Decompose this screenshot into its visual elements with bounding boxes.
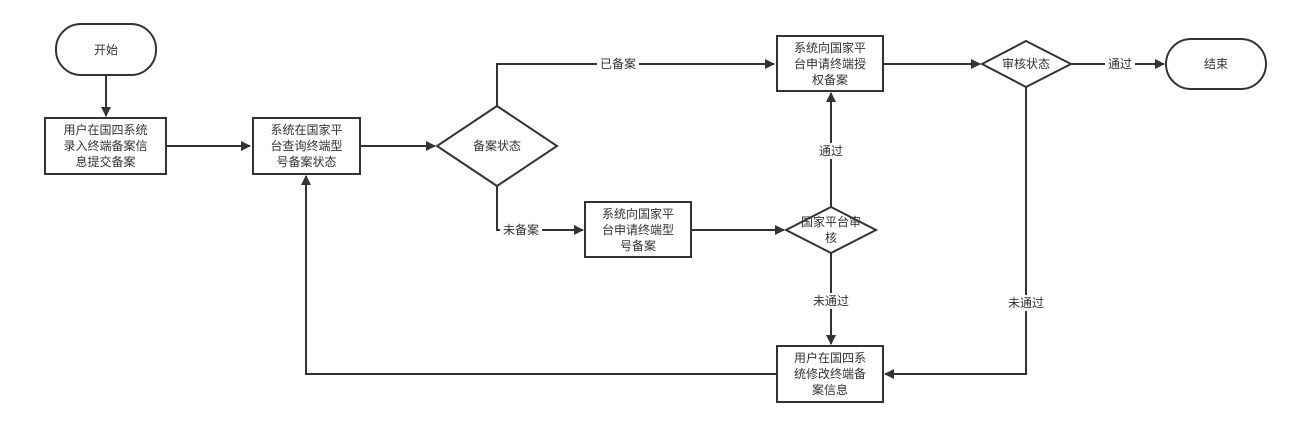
svg-text:台查询终端型: 台查询终端型 — [270, 138, 342, 153]
svg-text:开始: 开始 — [94, 43, 118, 57]
svg-text:通过: 通过 — [1108, 57, 1132, 71]
svg-text:台申请终端型: 台申请终端型 — [602, 222, 674, 237]
svg-text:台申请终端授: 台申请终端授 — [794, 56, 866, 71]
decision-shape — [435, 104, 559, 188]
edge-review-fail-to-modify — [884, 87, 1027, 379]
svg-text:息提交备案: 息提交备案 — [75, 154, 135, 169]
node-platform-review: 国家平台审 核 — [783, 205, 879, 255]
svg-text:用户在国四系统: 用户在国四系统 — [63, 122, 147, 137]
svg-text:通过: 通过 — [819, 144, 843, 158]
svg-text:未通过: 未通过 — [813, 294, 849, 308]
node-apply-model: 系统向国家平 台申请终端型 号备案 — [584, 201, 692, 258]
svg-text:统修改终端备: 统修改终端备 — [794, 366, 866, 381]
edge-label-review-fail: 未通过 — [1005, 295, 1047, 311]
terminal-shape — [1165, 38, 1267, 90]
svg-text:案信息: 案信息 — [812, 382, 848, 397]
decision-shape — [783, 205, 879, 255]
edge-modify-to-query — [301, 175, 777, 375]
edges — [101, 59, 1165, 379]
process-shape — [776, 345, 884, 403]
edge-labels: 已备案 未备案 通过 未通过 通过 未通过 — [500, 56, 1135, 311]
edge-label-review-pass: 通过 — [1105, 56, 1135, 72]
svg-text:审核状态: 审核状态 — [1002, 56, 1050, 71]
svg-text:核: 核 — [825, 231, 837, 245]
node-start: 开始 — [55, 23, 157, 76]
svg-text:系统在国家平: 系统在国家平 — [270, 122, 342, 137]
node-end: 结束 — [1165, 38, 1267, 90]
node-apply-auth: 系统向国家平 台申请终端授 权备案 — [776, 35, 884, 92]
process-shape — [44, 117, 167, 175]
edge-label-platform-fail: 未通过 — [810, 293, 852, 309]
svg-text:权备案: 权备案 — [812, 72, 848, 87]
decision-shape — [979, 39, 1074, 89]
node-review-status: 审核状态 — [979, 39, 1074, 89]
node-filing-status: 备案状态 — [435, 104, 559, 188]
svg-text:用户在国四系: 用户在国四系 — [794, 350, 866, 365]
process-shape — [776, 35, 884, 92]
svg-text:已备案: 已备案 — [600, 56, 636, 71]
svg-text:系统向国家平: 系统向国家平 — [602, 206, 674, 221]
svg-text:号备案状态: 号备案状态 — [276, 154, 336, 169]
svg-text:结束: 结束 — [1204, 57, 1228, 71]
edge-label-unfiled: 未备案 — [500, 222, 542, 238]
edge-label-filed: 已备案 — [597, 56, 639, 72]
svg-text:未备案: 未备案 — [503, 222, 539, 237]
edge-label-platform-pass: 通过 — [816, 143, 846, 159]
edge-filed-to-apply-auth — [496, 59, 775, 106]
svg-text:国家平台审: 国家平台审 — [801, 214, 861, 229]
terminal-shape — [55, 23, 157, 76]
process-shape — [584, 201, 692, 258]
svg-text:系统向国家平: 系统向国家平 — [794, 40, 866, 55]
edge-unfiled-to-apply-model — [496, 186, 584, 235]
svg-text:号备案: 号备案 — [620, 238, 656, 253]
node-modify: 用户在国四系 统修改终端备 案信息 — [776, 345, 884, 403]
svg-text:录入终端备案信: 录入终端备案信 — [63, 138, 147, 153]
svg-text:备案状态: 备案状态 — [473, 138, 521, 153]
node-query: 系统在国家平 台查询终端型 号备案状态 — [252, 117, 361, 175]
process-shape — [252, 117, 361, 175]
node-submit: 用户在国四系统 录入终端备案信 息提交备案 — [44, 117, 167, 175]
svg-text:未通过: 未通过 — [1008, 296, 1044, 310]
